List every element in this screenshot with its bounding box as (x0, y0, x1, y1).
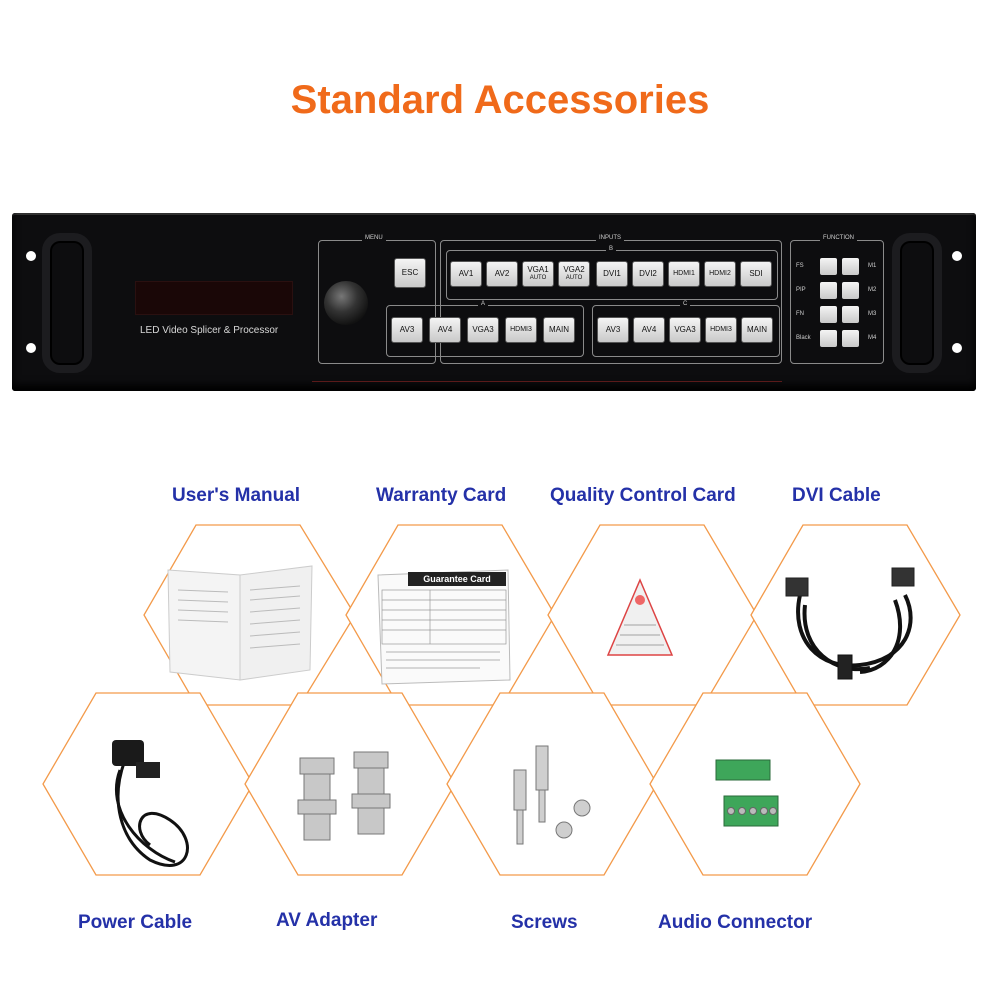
key-vga2[interactable]: VGA2 AUTO (558, 261, 590, 287)
label-users-manual: User's Manual (172, 485, 301, 506)
key-vga2-label: VGA2 (563, 265, 585, 274)
key-a-av3[interactable]: AV3 (391, 317, 423, 343)
label-audio-connector: Audio Connector (658, 912, 813, 933)
key-av1[interactable]: AV1 (450, 261, 482, 287)
function-key-m1[interactable] (842, 258, 859, 275)
function-key-m3[interactable] (842, 306, 859, 323)
function-label-m4: M4 (868, 335, 877, 341)
left-handle (42, 233, 92, 373)
menu-group-label: MENU (362, 235, 386, 241)
key-vga1[interactable]: VGA1 AUTO (522, 261, 554, 287)
panel-accent-line (312, 381, 782, 382)
key-vga1-label: VGA1 (527, 265, 549, 274)
inputs-group-label: INPUTS (596, 235, 625, 241)
key-c-vga3[interactable]: VGA3 (669, 317, 701, 343)
function-key-m4[interactable] (842, 330, 859, 347)
key-c-av4[interactable]: AV4 (633, 317, 665, 343)
model-text: LED Video Splicer & Processor (140, 325, 279, 336)
users-manual-image (167, 565, 313, 681)
key-c-main[interactable]: MAIN (741, 317, 773, 343)
function-key-fs[interactable] (820, 258, 837, 275)
key-vga2-auto: AUTO (565, 275, 583, 281)
hex-av-adapter (244, 692, 456, 876)
function-label-m1: M1 (868, 263, 877, 269)
label-power-cable: Power Cable (78, 912, 193, 933)
video-processor-front-panel: LED Video Splicer & Processor MENU ESC I… (12, 213, 976, 391)
key-hdmi1[interactable]: HDMI1 (668, 261, 700, 287)
key-sdi[interactable]: SDI (740, 261, 772, 287)
key-a-hdmi3[interactable]: HDMI3 (505, 317, 537, 343)
function-label-pip: PIP (796, 287, 806, 293)
hex-audio-connector (649, 692, 861, 876)
key-a-av4[interactable]: AV4 (429, 317, 461, 343)
label-screws: Screws (511, 912, 578, 933)
function-group-label: FUNCTION (820, 235, 857, 241)
function-label-m2: M2 (868, 287, 877, 293)
rack-hole (952, 343, 962, 353)
function-label-black: Black (796, 335, 811, 341)
page-title: Standard Accessories (290, 78, 710, 122)
inputs-c-label: C (680, 301, 691, 307)
label-dvi-cable: DVI Cable (792, 485, 881, 506)
rotary-knob[interactable] (324, 281, 368, 325)
hex-power-cable (42, 692, 254, 876)
quality-control-card-image (606, 578, 674, 656)
key-c-hdmi3[interactable]: HDMI3 (705, 317, 737, 343)
power-cable-image (112, 740, 189, 867)
guarantee-card-title: Guarantee Card (423, 574, 491, 584)
right-handle (892, 233, 942, 373)
function-key-m2[interactable] (842, 282, 859, 299)
key-dvi1[interactable]: DVI1 (596, 261, 628, 287)
esc-key[interactable]: ESC (394, 258, 426, 288)
function-key-black[interactable] (820, 330, 837, 347)
key-vga1-auto: AUTO (529, 275, 547, 281)
label-quality-control-card: Quality Control Card (550, 485, 736, 506)
audio-connector-image (715, 759, 779, 827)
function-key-pip[interactable] (820, 282, 837, 299)
key-a-main[interactable]: MAIN (543, 317, 575, 343)
av-adapter-image (297, 751, 391, 841)
rack-hole (952, 251, 962, 261)
function-label-m3: M3 (868, 311, 877, 317)
key-dvi2[interactable]: DVI2 (632, 261, 664, 287)
label-warranty-card: Warranty Card (376, 485, 507, 506)
label-av-adapter: AV Adapter (276, 910, 378, 931)
warranty-card-image (377, 569, 511, 685)
screws-image (513, 745, 591, 845)
hex-screws (446, 692, 658, 876)
key-a-vga3[interactable]: VGA3 (467, 317, 499, 343)
rack-hole (26, 251, 36, 261)
inputs-a-label: A (478, 301, 489, 307)
key-hdmi2[interactable]: HDMI2 (704, 261, 736, 287)
function-key-fn[interactable] (820, 306, 837, 323)
function-label-fs: FS (796, 263, 804, 269)
key-c-av3[interactable]: AV3 (597, 317, 629, 343)
key-av2[interactable]: AV2 (486, 261, 518, 287)
hex-dvi-cable (750, 524, 961, 706)
rack-hole (26, 343, 36, 353)
led-display (135, 281, 293, 315)
inputs-b-label: B (606, 246, 617, 252)
dvi-cable-image (785, 567, 915, 680)
function-label-fn: FN (796, 311, 804, 317)
